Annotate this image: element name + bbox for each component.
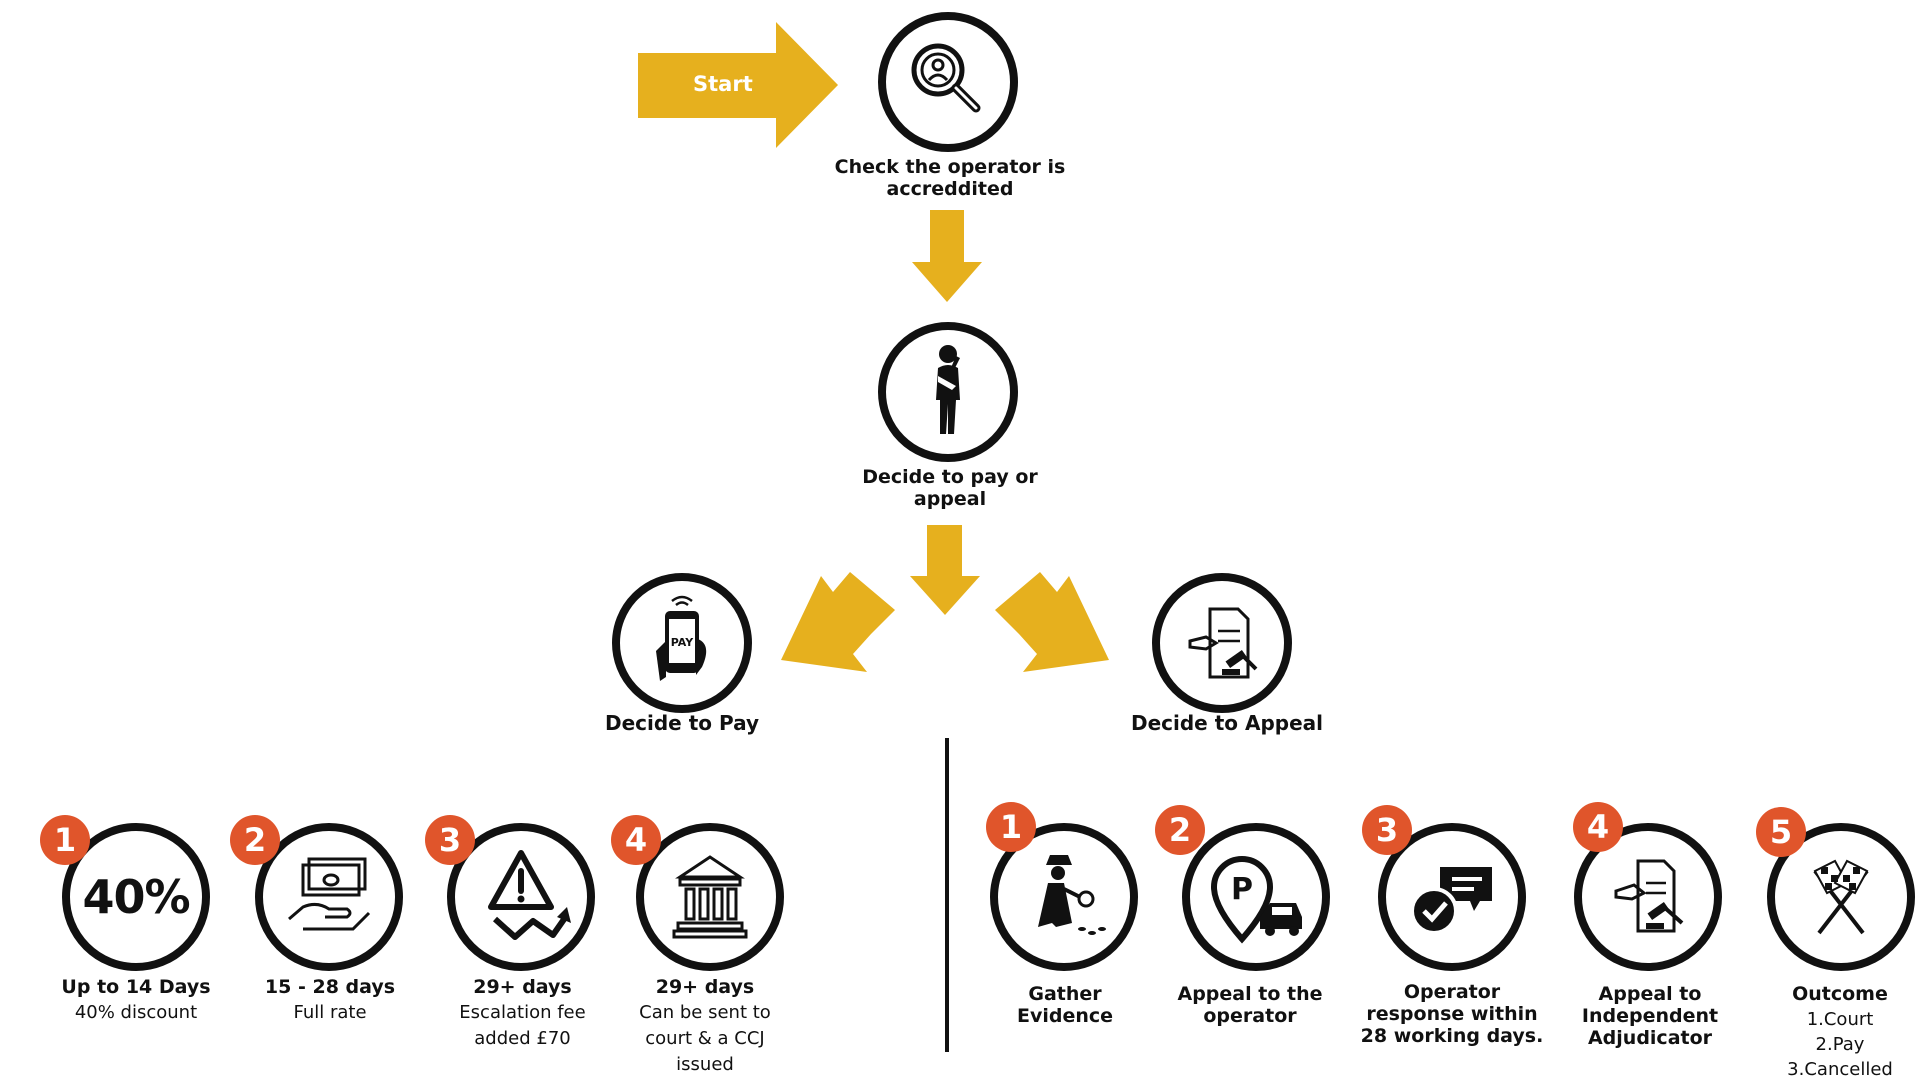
outcome-pay: 2.Pay [1815,1034,1865,1055]
pay-step-4-badge: 4 [611,815,661,865]
percent-text-icon: 40% [82,870,190,924]
arrow-down-2 [910,525,980,615]
pay-step-1-detail: 40% discount [74,1002,198,1023]
appeal-document-gavel-icon [1188,607,1258,679]
appeal-step-2-circle: P [1182,823,1330,971]
arrow-to-appeal [995,572,1109,672]
outcome-court: 1.Court [1806,1009,1874,1030]
decide-pay-node: PAY [612,573,752,713]
appeal-step-1-circle [990,823,1138,971]
pay-step-2-detail: Full rate [293,1002,367,1023]
decide-pay-label: Decide to Pay [604,711,760,735]
cash-hand-icon [288,857,371,931]
svg-text:P: P [1231,872,1253,907]
appeal-step-5-label: Outcome 1.Court 2.Pay 3.Cancelled [1770,983,1910,1082]
svg-text:PAY: PAY [671,636,695,649]
outcome-cancelled: 3.Cancelled [1787,1059,1893,1080]
phone-pay-icon: PAY [656,595,707,681]
start-arrow [638,22,838,148]
parking-pin-car-icon: P [1210,856,1302,944]
check-operator-node [878,12,1018,152]
pay-step-2-title: 15 - 28 days [264,976,396,998]
thinking-person-icon [936,345,960,434]
pay-step-3-detail: Escalation fee added £70 [459,1002,586,1049]
appeal-step-2-badge: 2 [1155,805,1205,855]
appeal-step-3-label: Operator response within 28 working days… [1360,981,1544,1047]
warning-chart-icon [488,850,571,940]
decide-node [878,322,1018,462]
decide-appeal-node [1152,573,1292,713]
appeal-step-1-label: Gather Evidence [1016,983,1114,1027]
pay-step-1-badge: 1 [40,815,90,865]
decide-label: Decide to pay or appeal [862,466,1038,510]
appeal-step-1-badge: 1 [986,802,1036,852]
appeal-step-4-label: Appeal to Independent Adjudicator [1581,983,1719,1049]
pay-step-1-title: Up to 14 Days [61,976,211,998]
appeal-step-5-circle [1767,823,1915,971]
pay-step-3-label: 29+ days Escalation fee added £70 [430,976,615,1052]
arrow-down-1 [912,210,982,302]
appeal-step-5-badge: 5 [1756,807,1806,857]
branch-divider [945,738,949,1052]
pay-step-3-title: 29+ days [473,976,572,998]
start-label: Start [693,72,753,96]
adjudicator-gavel-icon [1614,859,1684,933]
pay-step-4-detail: Can be sent to court & a CCJ issued [639,1002,771,1075]
pay-step-1-label: Up to 14 Days 40% discount [46,976,226,1026]
appeal-step-2-label: Appeal to the operator [1177,983,1323,1027]
pay-step-4-label: 29+ days Can be sent to court & a CCJ is… [615,976,795,1078]
chat-check-icon [1410,867,1492,935]
court-building-icon [672,855,748,939]
decide-appeal-label: Decide to Appeal [1130,711,1323,735]
detective-icon [1038,855,1106,935]
pay-step-2-circle [255,823,403,971]
pay-step-3-badge: 3 [425,815,475,865]
checkered-flags-icon [1813,859,1869,935]
appeal-step-5-title: Outcome [1792,983,1888,1005]
pay-step-2-label: 15 - 28 days Full rate [240,976,420,1026]
pay-step-4-circle [636,823,784,971]
pay-step-2-badge: 2 [230,815,280,865]
appeal-step-4-badge: 4 [1573,802,1623,852]
pay-step-4-title: 29+ days [655,976,755,998]
magnifier-person-icon [911,43,981,113]
arrow-to-pay [781,572,895,672]
appeal-step-3-badge: 3 [1362,805,1412,855]
check-operator-label: Check the operator is accreddited [834,156,1066,200]
